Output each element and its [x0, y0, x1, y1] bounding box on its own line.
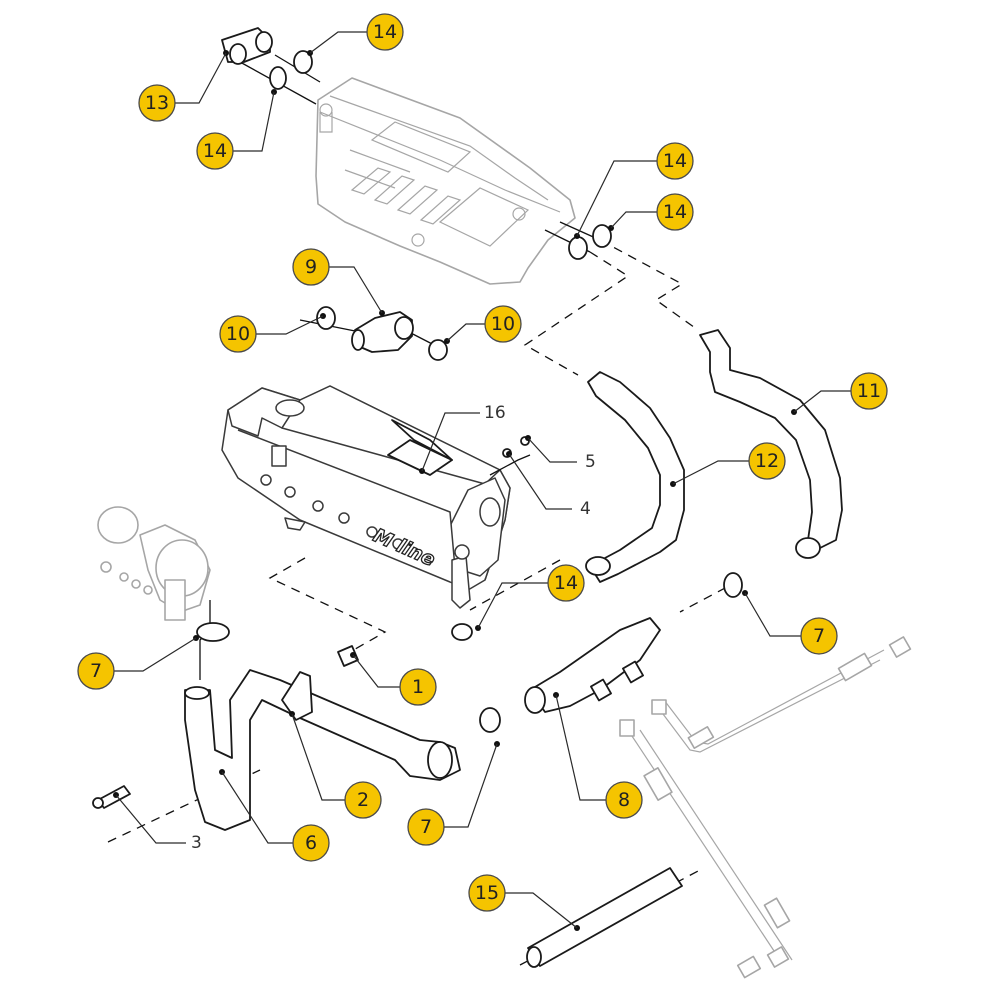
callout-1[interactable]: 1 — [399, 668, 437, 706]
part-4-5-hardware — [502, 435, 531, 458]
part-11-hose — [699, 329, 843, 559]
callout-2[interactable]: 2 — [344, 781, 382, 819]
clamp-14-right — [568, 224, 614, 260]
callout-10-left-label: 10 — [226, 323, 250, 345]
leader-lines — [114, 31, 851, 929]
clamp-7-left — [193, 622, 230, 642]
callout-14-right-upper-label: 14 — [663, 150, 687, 172]
callout-8-label: 8 — [618, 789, 630, 811]
callout-8[interactable]: 8 — [605, 781, 643, 819]
callout-12-label: 12 — [755, 450, 779, 472]
callout-14-right-upper[interactable]: 14 — [656, 142, 694, 180]
callout-13[interactable]: 13 — [138, 84, 176, 122]
callout-14-right-lower[interactable]: 14 — [656, 193, 694, 231]
callout-7-middle[interactable]: 7 — [407, 808, 445, 846]
callout-7-right[interactable]: 7 — [800, 617, 838, 655]
clamp-14-top — [269, 50, 313, 95]
clamp-7-right — [723, 572, 748, 598]
clamp-7-middle — [479, 707, 501, 747]
callout-9-label: 9 — [305, 256, 317, 278]
callout-14-right-lower-label: 14 — [663, 201, 687, 223]
fuel-line-ghost — [619, 636, 912, 979]
callout-14-engine-label: 14 — [554, 572, 578, 594]
callout-7-right-label: 7 — [813, 625, 825, 647]
callout-3[interactable]: 3 — [191, 833, 202, 853]
callout-4-label: 4 — [580, 499, 591, 519]
callout-13-label: 13 — [145, 92, 169, 114]
callout-12[interactable]: 12 — [748, 442, 786, 480]
part-15-tube — [526, 867, 683, 968]
callout-14-top[interactable]: 14 — [366, 13, 404, 51]
callout-2-label: 2 — [357, 789, 369, 811]
callout-11-label: 11 — [857, 380, 881, 402]
callout-6[interactable]: 6 — [292, 824, 330, 862]
callout-4[interactable]: 4 — [580, 499, 591, 519]
part-12-hose — [585, 371, 685, 583]
engine-ports — [260, 474, 404, 550]
callout-10-right[interactable]: 10 — [484, 305, 522, 343]
callout-14-top-left[interactable]: 14 — [196, 132, 234, 170]
callout-14-top-left-label: 14 — [203, 140, 227, 162]
part-6-water-pipe — [184, 669, 461, 831]
callouts: 13 14 14 14 14 9 10 10 11 16 5 4 12 14 7… — [77, 13, 888, 912]
part-8-thermostat-housing — [524, 617, 661, 714]
callout-15[interactable]: 15 — [468, 874, 506, 912]
callout-11[interactable]: 11 — [850, 372, 888, 410]
callout-16-label: 16 — [484, 403, 506, 423]
raw-water-pump-ghost — [97, 506, 211, 621]
callout-14-top-label: 14 — [373, 21, 397, 43]
callout-14-engine[interactable]: 14 — [547, 564, 585, 602]
part-13-elbow — [221, 27, 273, 65]
part-1-spacer — [337, 645, 359, 667]
callout-16[interactable]: 16 — [484, 403, 506, 423]
callout-1-label: 1 — [412, 676, 424, 698]
callout-7-middle-label: 7 — [420, 816, 432, 838]
callout-15-label: 15 — [475, 882, 499, 904]
callout-6-label: 6 — [305, 832, 317, 854]
callout-9[interactable]: 9 — [292, 248, 330, 286]
callout-5-label: 5 — [585, 452, 596, 472]
part-9-elbow-connector — [351, 310, 414, 353]
exhaust-manifold: M line — [221, 385, 511, 609]
callout-10-right-label: 10 — [491, 313, 515, 335]
callout-7-left[interactable]: 7 — [77, 652, 115, 690]
valve-cover-ghost — [315, 77, 576, 285]
callout-5[interactable]: 5 — [585, 452, 596, 472]
part-2-bracket — [281, 671, 313, 721]
callout-10-left[interactable]: 10 — [219, 315, 257, 353]
clamp-14-engine — [451, 623, 481, 641]
callout-7-left-label: 7 — [90, 660, 102, 682]
callout-3-label: 3 — [191, 833, 202, 853]
